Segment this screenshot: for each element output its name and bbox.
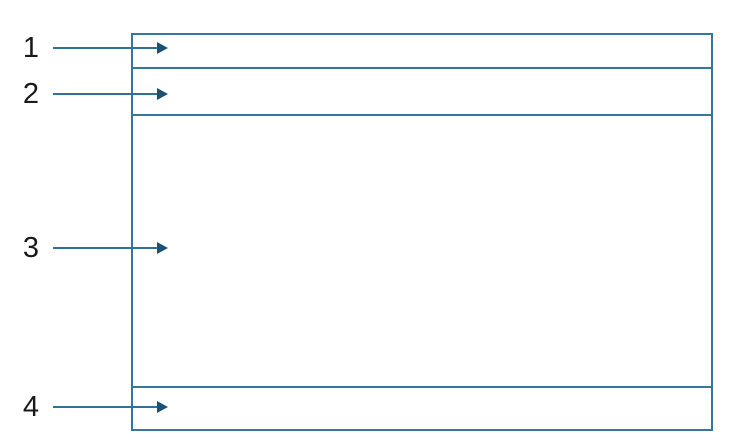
callout-number-4: 4: [22, 391, 40, 423]
leader-line-1: [53, 47, 160, 49]
region-divider-2: [131, 114, 713, 116]
callout-number-2: 2: [22, 78, 40, 110]
region-divider-1: [131, 67, 713, 69]
region-outline-box: [131, 33, 713, 431]
arrow-head-icon-4: [157, 401, 168, 413]
leader-line-3: [53, 247, 160, 249]
arrow-head-icon-2: [157, 88, 168, 100]
callout-number-3: 3: [22, 232, 40, 264]
arrow-head-icon-1: [157, 42, 168, 54]
leader-line-2: [53, 93, 160, 95]
region-divider-3: [131, 386, 713, 388]
arrow-head-icon-3: [157, 242, 168, 254]
callout-number-1: 1: [22, 32, 40, 64]
leader-line-4: [53, 406, 160, 408]
